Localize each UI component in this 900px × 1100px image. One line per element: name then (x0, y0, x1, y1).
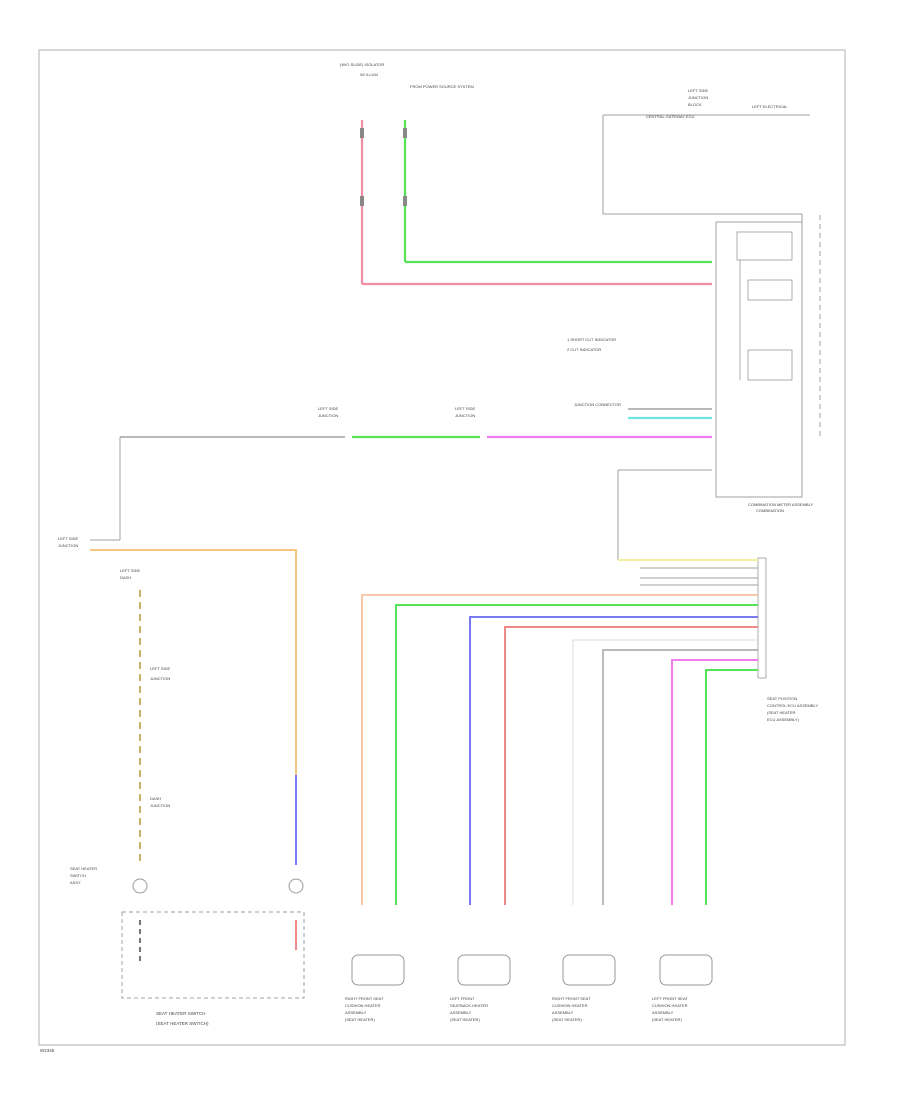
conn-tick-pink-1 (360, 128, 364, 138)
label-heater-1b: CUSHION HEATER (345, 1003, 381, 1008)
wire-orange (90, 549, 297, 775)
label-ecu-3: (SEAT HEATER (767, 710, 796, 715)
wire-magenta-low (671, 659, 758, 905)
label-heater-2d: (SEAT HEATER) (450, 1017, 480, 1022)
middle-wires: LEFT SIDE JUNCTION LEFT SIDE JUNCTION JU… (119, 402, 712, 560)
seat-heaters: RIGHT FRONT SEAT CUSHION HEATER ASSEMBLY… (345, 954, 713, 1022)
cluster-box (715, 221, 803, 498)
label-ecu-1: SEAT POSITION (767, 696, 797, 701)
label-left-mid-3: JUNCTION (150, 676, 170, 681)
label-left-mid-2: DASH (120, 575, 131, 580)
top-feeds: (W/O SLIDE) ISOLATOR W/ ILLUM FROM POWER… (340, 62, 712, 286)
wire-red (504, 626, 758, 905)
label-top-right-c: BLOCK (688, 102, 702, 107)
label-heater-3d: (SEAT HEATER) (552, 1017, 582, 1022)
label-left-bot-2: SWITCH (70, 873, 86, 878)
label-cluster-bottom: COMBINATION METER ASSEMBLY (748, 502, 814, 507)
cluster-module-2 (747, 279, 793, 301)
label-heater-2b: SEATBACK HEATER (450, 1003, 488, 1008)
label-left-low-2: DASH (150, 796, 161, 801)
label-mid-jb-2: LEFT SIDE (455, 406, 475, 411)
label-ind-1: 1 SHORT CUT INDICATOR (567, 337, 616, 342)
label-mid-conn: JUNCTION CONNECTOR (574, 402, 621, 407)
label-mid-jb-1: LEFT SIDE (318, 406, 338, 411)
label-heater-1a: RIGHT FRONT SEAT (345, 996, 384, 1001)
conn-tick-green-2 (403, 196, 407, 206)
label-top-right-wire: CENTRAL GATEWAY ECU (646, 114, 694, 119)
wire-green-low2 (705, 669, 758, 905)
heater-box-1 (351, 954, 405, 986)
combination-meter: LEFT SIDE JUNCTION BLOCK LEFT ELECTRICAL… (567, 88, 821, 513)
label-heater-1c: ASSEMBLY (345, 1010, 367, 1015)
label-heater-4a: LEFT FRONT SEAT (652, 996, 688, 1001)
label-heater-1d: (SEAT HEATER) (345, 1017, 375, 1022)
seat-ecu: SEAT POSITION CONTROL ECU ASSEMBLY (SEAT… (361, 557, 818, 905)
label-ecu-4: ECU ASSEMBLY) (767, 717, 800, 722)
label-mid-jb-1b: JUNCTION (318, 413, 338, 418)
label-heater-2a: LEFT FRONT (450, 996, 475, 1001)
wire-blue (469, 616, 758, 905)
label-mid-jb-2b: JUNCTION (455, 413, 475, 418)
label-top-left-a: (W/O SLIDE) ISOLATOR (340, 62, 384, 67)
cluster-module-1 (736, 231, 793, 261)
label-top-right-a: LEFT SIDE (688, 88, 708, 93)
label-left-mid-1: LEFT SIDE (120, 568, 140, 573)
label-heater-3c: ASSEMBLY (552, 1010, 574, 1015)
label-left-low-1: LEFT SIDE (150, 666, 170, 671)
heater-box-4 (659, 954, 713, 986)
lamp-left (132, 878, 148, 894)
diagram-frame (38, 49, 846, 1046)
label-heater-4c: ASSEMBLY (652, 1010, 674, 1015)
heater-box-3 (562, 954, 616, 986)
label-heater-3a: RIGHT FRONT SEAT (552, 996, 591, 1001)
wire-gray-low (602, 649, 758, 905)
switch-box (121, 911, 305, 999)
label-top-left-b: W/ ILLUM (360, 72, 378, 77)
conn-tick-green-1 (403, 128, 407, 138)
label-top-mid: FROM POWER SOURCE SYSTEM (410, 84, 474, 89)
heater-box-2 (457, 954, 511, 986)
label-heater-4b: CUSHION HEATER (652, 1003, 688, 1008)
label-left-bot-3: ASSY (70, 880, 81, 885)
label-switch-1: SEAT HEATER SWITCH (156, 1011, 206, 1016)
label-left-conn-top: LEFT SIDE (58, 536, 78, 541)
wire-white (572, 639, 758, 905)
label-left-low-3: JUNCTION (150, 803, 170, 808)
label-heater-3b: CUSHION HEATER (552, 1003, 588, 1008)
label-left-conn-top2: JUNCTION (58, 543, 78, 548)
wire-green-low (395, 604, 758, 905)
label-heater-4d: (SEAT HEATER) (652, 1017, 682, 1022)
ecu-connector-box (757, 557, 767, 679)
label-ecu-2: CONTROL ECU ASSEMBLY (767, 703, 818, 708)
footer-code: W2345 (40, 1048, 55, 1053)
label-switch-2: (SEAT HEATER SWITCH) (156, 1021, 209, 1026)
label-cluster-1: COMBINATION (756, 508, 784, 513)
conn-tick-pink-2 (360, 196, 364, 206)
cluster-module-3 (747, 349, 793, 381)
label-ind-2: 2 CUT INDICATOR (567, 347, 601, 352)
label-heater-2c: ASSEMBLY (450, 1010, 472, 1015)
label-top-right-b: JUNCTION (688, 95, 708, 100)
label-top-right-conn: LEFT ELECTRICAL (752, 104, 788, 109)
left-column: LEFT SIDE JUNCTION LEFT SIDE DASH JUNCTI… (58, 536, 305, 1026)
lamp-right (288, 878, 304, 894)
label-left-bot-1: SEAT HEATER (70, 866, 97, 871)
wire-peach (361, 594, 758, 905)
